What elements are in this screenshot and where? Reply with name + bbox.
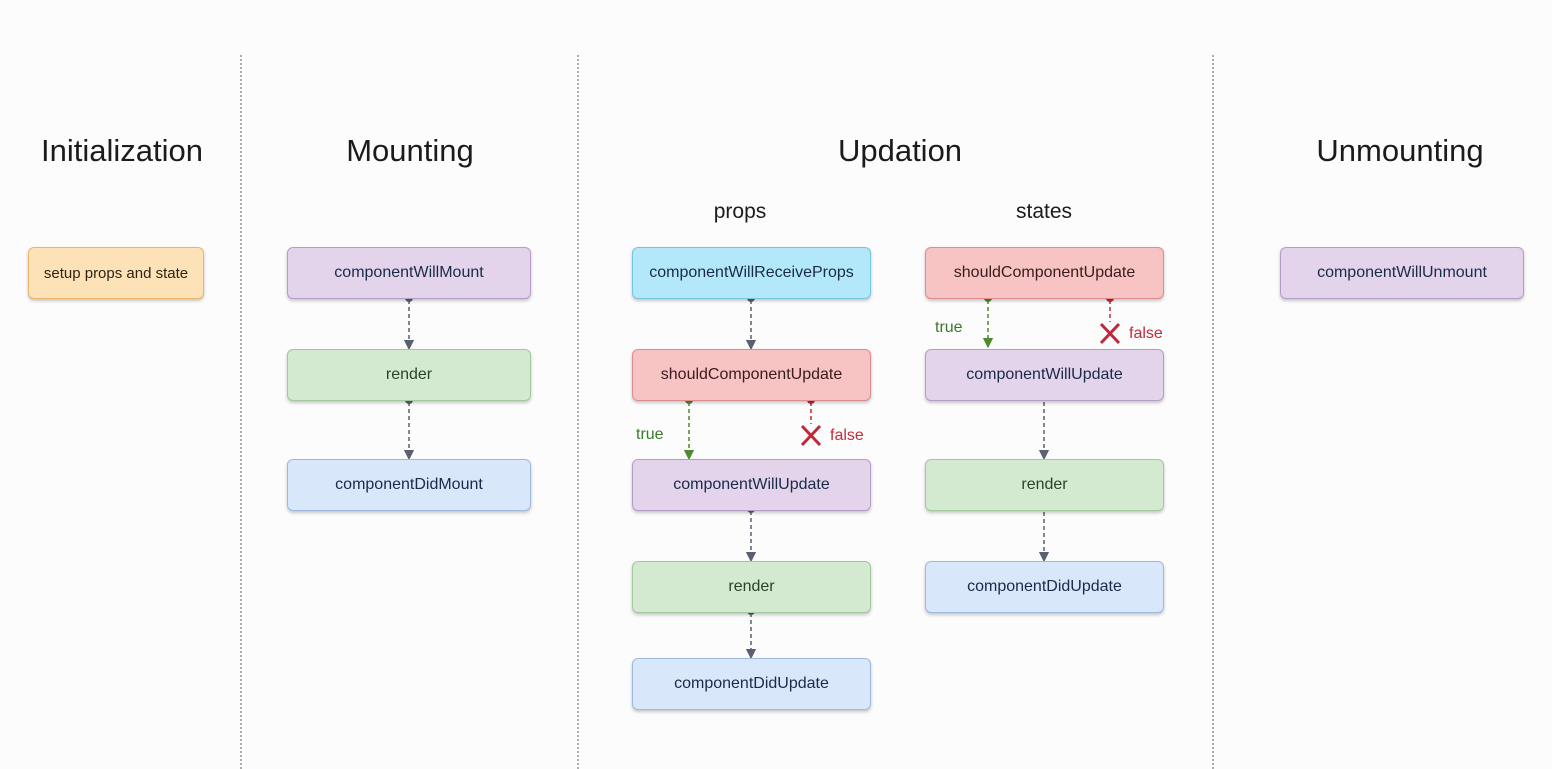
label-props-false: false [830,427,864,444]
node-mount-componentdidmount: componentDidMount [287,459,531,511]
arrow-props-true [683,396,695,461]
node-states-shouldcomponentupdate: shouldComponentUpdate [925,247,1164,299]
label-states-true: true [935,319,963,336]
label-states-false: false [1129,325,1163,342]
node-states-render: render [925,459,1164,511]
subtitle-props: props [713,200,767,223]
arrow-props-1 [745,294,757,351]
node-props-shouldcomponentupdate: shouldComponentUpdate [632,349,871,401]
arrow-states-false [1099,294,1121,345]
node-componentwillunmount: componentWillUnmount [1280,247,1524,299]
title-initialization: Initialization [41,133,203,168]
subtitle-states: states [1015,200,1073,223]
node-props-render: render [632,561,871,613]
node-states-componentdidupdate: componentDidUpdate [925,561,1164,613]
title-mounting: Mounting [346,133,474,168]
label-props-true: true [636,426,664,443]
divider-updation-unmounting [1212,55,1214,769]
node-props-componentwillreceiveprops: componentWillReceiveProps [632,247,871,299]
arrow-states-true [982,294,994,349]
node-mount-componentwillmount: componentWillMount [287,247,531,299]
arrow-props-false [800,396,822,447]
node-props-componentwillupdate: componentWillUpdate [632,459,871,511]
title-unmounting: Unmounting [1316,133,1484,168]
node-setup-props-and-state: setup props and state [28,247,204,299]
arrow-mount-2 [403,396,415,461]
arrow-mount-1 [403,294,415,351]
divider-init-mounting [240,55,242,769]
divider-mounting-updation [577,55,579,769]
node-states-componentwillupdate: componentWillUpdate [925,349,1164,401]
node-mount-render: render [287,349,531,401]
arrow-props-3 [745,505,757,563]
node-props-componentdidupdate: componentDidUpdate [632,658,871,710]
arrow-props-4 [745,607,757,660]
title-updation: Updation [837,133,963,168]
